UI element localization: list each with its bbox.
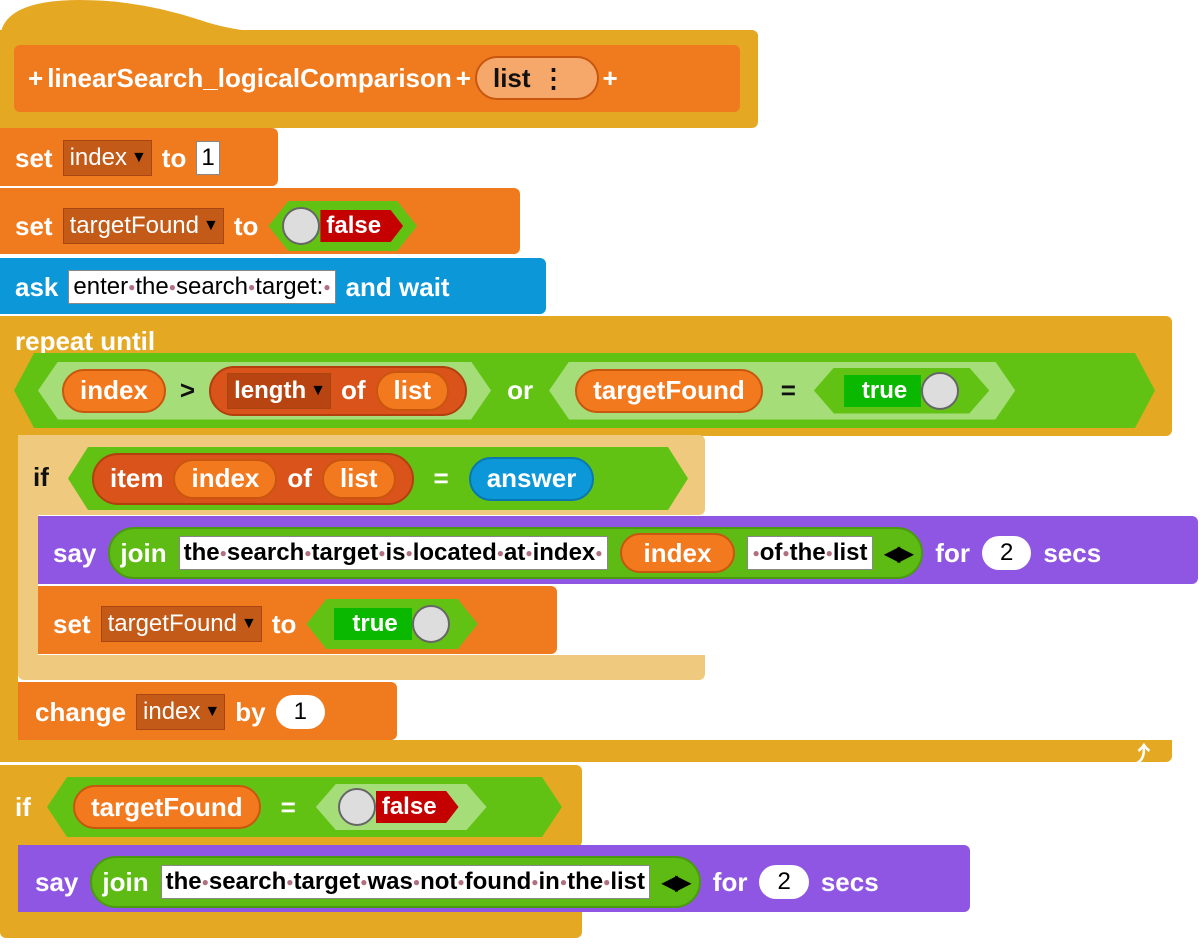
secs-label: secs: [820, 866, 879, 897]
gt-operator: >: [179, 375, 196, 405]
menu-dots-icon: ⋮: [540, 62, 567, 93]
equals-operator: =: [433, 463, 449, 493]
if-arm: [0, 840, 18, 920]
equals-condition[interactable]: targetFound = false: [47, 777, 562, 837]
change-amount-input[interactable]: 1: [275, 695, 325, 729]
secs-label: secs: [1043, 537, 1102, 568]
change-label: change: [35, 696, 127, 727]
secs-input[interactable]: 2: [981, 536, 1032, 570]
or-condition[interactable]: index > length▼ of list or targetFound =…: [14, 353, 1155, 428]
expand-collapse-arrows-icon[interactable]: ◀▶: [884, 542, 914, 565]
join-text-input[interactable]: ●of●the●list: [747, 536, 873, 570]
loop-arrow-icon: ⤴: [1126, 743, 1150, 770]
for-label: for: [712, 866, 748, 897]
expand-collapse-arrows-icon[interactable]: ◀▶: [662, 871, 691, 894]
and-wait-label: and wait: [345, 271, 450, 302]
or-label: or: [507, 375, 534, 405]
variable-dropdown[interactable]: targetFound▼: [62, 208, 224, 244]
boolean-toggle-true[interactable]: true: [814, 368, 989, 414]
hat-curve: [0, 0, 758, 40]
join-reporter[interactable]: join the●search●target●was●not●found●in●…: [90, 856, 701, 908]
equals-condition[interactable]: targetFound = true: [549, 362, 1015, 420]
toggle-knob-icon: [338, 788, 376, 826]
to-label: to: [233, 210, 259, 241]
block-name: linearSearch_logicalComparison: [47, 62, 452, 93]
targetfound-variable[interactable]: targetFound: [73, 785, 261, 829]
index-variable[interactable]: index: [62, 369, 166, 413]
targetfound-variable[interactable]: targetFound: [575, 369, 763, 413]
if-bottom: [18, 655, 705, 680]
equals-operator: =: [780, 375, 796, 405]
index-variable[interactable]: index: [619, 533, 736, 573]
variable-dropdown[interactable]: index▼: [62, 140, 152, 176]
toggle-knob-icon: [282, 207, 320, 245]
dropdown-arrow-icon: ▼: [310, 381, 326, 399]
variable-dropdown[interactable]: index▼: [136, 694, 226, 730]
to-label: to: [161, 142, 187, 173]
repeat-until-label: repeat until: [15, 326, 156, 356]
length-of-reporter[interactable]: length▼ of list: [209, 366, 467, 416]
if-arm: [18, 510, 38, 670]
param-list[interactable]: list⋮: [474, 56, 599, 100]
toggle-knob-icon: [412, 605, 450, 643]
list-variable[interactable]: list: [322, 459, 396, 499]
set-label: set: [53, 608, 91, 639]
if-bottom: [0, 912, 582, 938]
join-text-input[interactable]: the●search●target●was●not●found●in●the●l…: [160, 865, 651, 899]
attribute-dropdown[interactable]: length▼: [227, 373, 331, 409]
secs-input[interactable]: 2: [759, 865, 809, 899]
index-variable[interactable]: index: [173, 459, 277, 499]
dropdown-arrow-icon: ▼: [130, 149, 147, 166]
add-input-plus[interactable]: +: [455, 62, 471, 93]
to-label: to: [271, 608, 297, 639]
boolean-toggle-false[interactable]: false: [316, 784, 487, 830]
item-of-reporter[interactable]: item index of list: [92, 453, 414, 505]
prompt-input[interactable]: enter●the●search●target:●: [68, 270, 336, 304]
set-label: set: [15, 142, 53, 173]
dropdown-arrow-icon: ▼: [203, 217, 219, 234]
answer-reporter[interactable]: answer: [469, 457, 595, 501]
by-label: by: [235, 696, 266, 727]
repeat-bottom: [0, 740, 1172, 762]
add-input-plus[interactable]: +: [28, 62, 44, 93]
equals-operator: =: [280, 791, 296, 822]
add-input-plus[interactable]: +: [602, 62, 618, 93]
if-label: if: [33, 462, 49, 492]
custom-block-prototype[interactable]: [14, 45, 740, 112]
ask-label: ask: [15, 271, 59, 302]
if-label: if: [15, 792, 31, 822]
dropdown-arrow-icon: ▼: [204, 703, 221, 720]
greater-than-condition[interactable]: index > length▼ of list: [38, 362, 491, 420]
for-label: for: [935, 537, 970, 568]
join-text-input[interactable]: the●search●target●is●located●at●index●: [178, 536, 608, 570]
boolean-toggle-true[interactable]: true: [306, 599, 477, 649]
list-variable[interactable]: list: [376, 371, 450, 411]
repeat-arm: [0, 430, 18, 750]
value-input[interactable]: 1: [196, 141, 220, 175]
boolean-toggle-false[interactable]: false: [268, 201, 417, 251]
join-reporter[interactable]: join the●search●target●is●located●at●ind…: [108, 527, 924, 579]
say-label: say: [35, 866, 79, 897]
say-label: say: [53, 537, 97, 568]
equals-condition[interactable]: item index of list = answer: [68, 447, 688, 510]
toggle-knob-icon: [921, 372, 959, 410]
variable-dropdown[interactable]: targetFound▼: [100, 606, 262, 642]
set-label: set: [15, 210, 53, 241]
dropdown-arrow-icon: ▼: [241, 615, 257, 632]
